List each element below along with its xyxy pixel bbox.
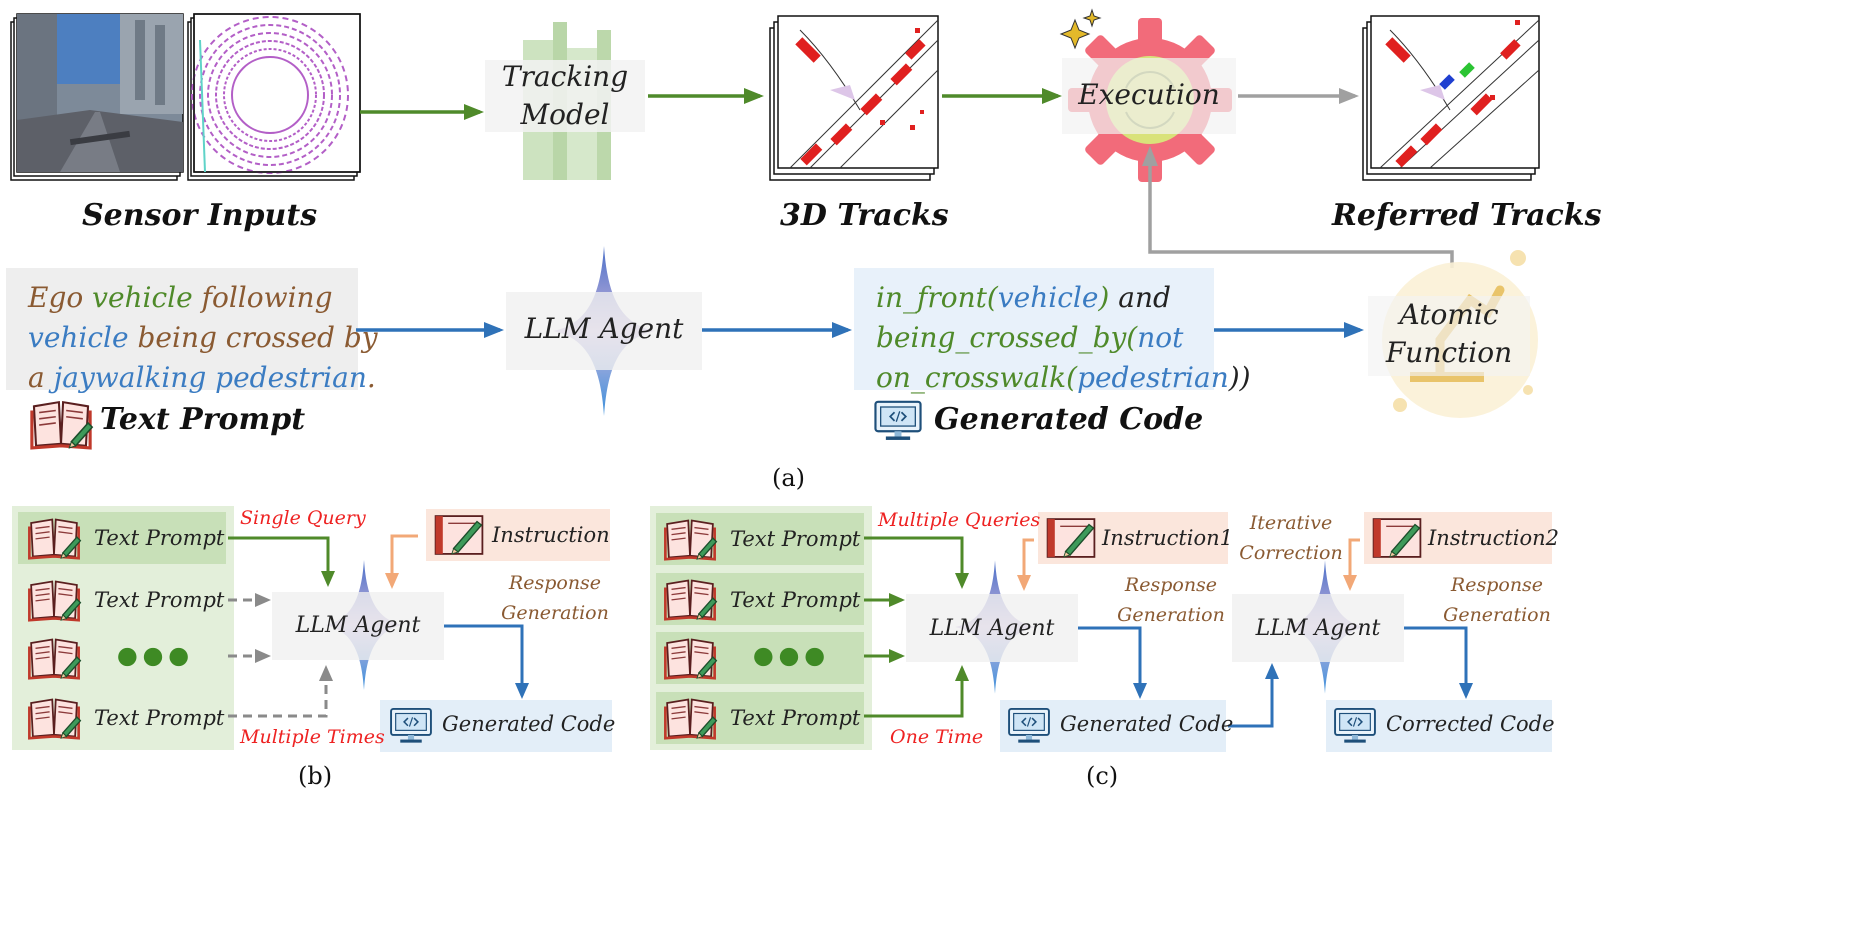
book-icon <box>27 638 82 680</box>
tracking-model-graphic <box>485 22 645 180</box>
ellipsis-dots-icon <box>118 647 188 667</box>
book-icon <box>30 400 94 450</box>
panel-b-llm-agent-label: LLM Agent <box>295 613 421 638</box>
atomic-function-line2: Function <box>1385 336 1513 369</box>
referred-tracks-label: Referred Tracks <box>1332 198 1602 233</box>
iterative-correction-label: Iterative Correction <box>1239 512 1343 564</box>
arrow-instruction1-to-llm <box>1017 538 1034 591</box>
llm-agent-label: LLM Agent <box>524 312 684 345</box>
arrow-instruction-to-llm <box>385 534 418 589</box>
panel-c-prompt-1: Text Prompt <box>730 527 861 551</box>
book-icon <box>27 698 82 740</box>
atomic-function-graphic <box>1368 250 1538 418</box>
panel-c-response-generation-2: Response Generation <box>1442 570 1552 630</box>
tracks-3d-graphic <box>769 15 939 181</box>
arrow-multiple-times <box>228 665 333 718</box>
multiple-queries-label: Multiple Queries <box>878 509 1041 531</box>
generated-code-content: in_front(vehicle) and being_crossed_by(n… <box>876 281 1251 394</box>
arrow-llm1-to-generated-code <box>1078 626 1147 699</box>
panel-c-llm2-box <box>1232 594 1404 662</box>
atomic-function-label: Atomic Function <box>1368 296 1530 372</box>
sensor-inputs-label: Sensor Inputs <box>82 198 318 233</box>
instruction2-label: Instruction2 <box>1428 526 1560 550</box>
arrow-instruction2-to-llm <box>1343 538 1360 591</box>
arrow-multiple-queries <box>864 536 969 589</box>
panel-c-generated-code-label: Generated Code <box>1060 712 1234 736</box>
panel-b-generated-code-label: Generated Code <box>442 712 616 736</box>
atomic-function-line1: Atomic <box>1399 298 1499 331</box>
panel-c-llm-agent-1-label: LLM Agent <box>929 616 1055 641</box>
lidar-image-stack <box>187 13 361 181</box>
tracking-model-line1: Tracking <box>501 60 629 93</box>
generated-code-box <box>854 268 1214 390</box>
panel-c-response-generation-1: Response Generation <box>1117 574 1225 626</box>
panel-b-llm-box <box>272 592 444 660</box>
panel-b-prompt-3: Text Prompt <box>94 706 225 730</box>
instruction1-label: Instruction1 <box>1102 526 1234 550</box>
arrow-atomic-to-execution <box>1142 146 1454 268</box>
one-time-label: One Time <box>890 726 984 748</box>
generated-code-label: Generated Code <box>934 402 1204 437</box>
notebook-icon <box>1372 518 1422 558</box>
text-prompt-content: Ego vehicle following vehicle being cros… <box>28 281 378 394</box>
book-icon <box>663 698 718 740</box>
book-icon <box>663 638 718 680</box>
arrow-llm2-to-corrected-code <box>1404 626 1473 699</box>
referred-tracks-graphic <box>1362 15 1540 181</box>
caption-a: (a) <box>772 464 806 492</box>
tracks-3d-label: 3D Tracks <box>780 198 949 233</box>
tracking-model-label: Tracking Model <box>485 58 645 134</box>
multiple-times-label: Multiple Times <box>240 726 385 748</box>
caption-c: (c) <box>1086 762 1119 790</box>
text-prompt-label: Text Prompt <box>100 402 306 437</box>
camera-image-stack <box>10 13 184 181</box>
panel-b-prompt-2: Text Prompt <box>94 588 225 612</box>
book-icon <box>27 580 82 622</box>
arrow-single-query <box>228 536 335 587</box>
execution-label: Execution <box>1078 78 1220 111</box>
text-prompt-box <box>6 268 358 390</box>
execution-gear-graphic <box>1059 8 1236 182</box>
caption-b: (b) <box>298 762 333 790</box>
panel-c-prompt-3: Text Prompt <box>730 706 861 730</box>
arrow-llm-to-generated-code <box>444 624 529 699</box>
notebook-icon <box>434 515 484 555</box>
llm-agent-box <box>506 292 702 370</box>
arrow-iterative-correction <box>1228 663 1279 728</box>
tracking-model-line2: Model <box>520 98 610 131</box>
book-icon <box>27 518 82 560</box>
monitor-icon <box>874 400 922 442</box>
panel-c-llm-agent-2-label: LLM Agent <box>1255 616 1381 641</box>
panel-b-prompt-1: Text Prompt <box>94 526 225 550</box>
notebook-icon <box>1046 518 1096 558</box>
panel-b-instruction-label: Instruction <box>492 523 610 547</box>
ellipsis-dots-icon <box>754 647 824 667</box>
panel-b-response-generation-label: Response Generation <box>501 572 609 624</box>
book-icon <box>663 579 718 621</box>
panel-c-response-generation-2-line1: Response <box>1450 574 1544 596</box>
single-query-label: Single Query <box>240 507 366 529</box>
panel-c-llm1-box <box>906 594 1078 662</box>
corrected-code-label: Corrected Code <box>1386 712 1555 736</box>
book-icon <box>663 519 718 561</box>
panel-c-response-generation-2-line2: Generation <box>1443 604 1551 626</box>
arrow-one-time <box>864 665 969 718</box>
panel-c-prompt-2: Text Prompt <box>730 588 861 612</box>
